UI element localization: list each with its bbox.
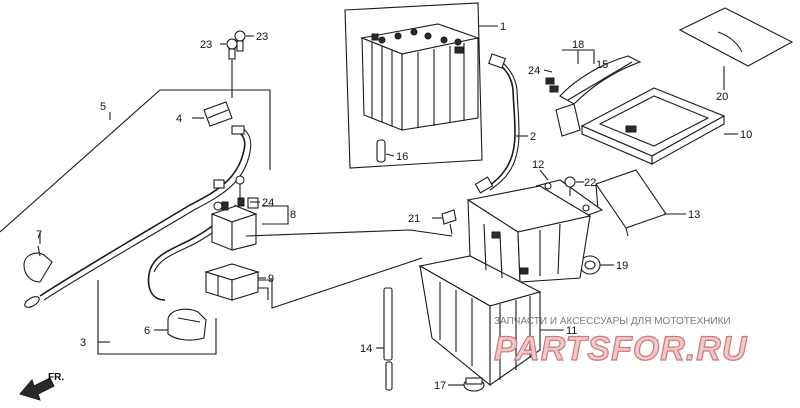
callout-20: 20	[716, 91, 728, 103]
callout-16: 16	[396, 151, 408, 163]
callout-8: 8	[290, 209, 296, 221]
starter-relay	[210, 175, 258, 251]
callout-14: 14	[360, 343, 372, 355]
callout-5: 5	[100, 101, 106, 113]
callout-23-right: 23	[256, 31, 268, 43]
battery-tray	[418, 185, 592, 387]
tray-screw	[441, 209, 457, 235]
caution-label	[678, 7, 794, 67]
callout-2: 2	[530, 131, 536, 143]
watermark-logo: PARTSFOR.RU	[494, 330, 748, 368]
callout-leaders	[39, 25, 738, 386]
callout-11: 11	[566, 325, 577, 337]
callout-22: 22	[584, 177, 596, 189]
battery-cover	[580, 87, 726, 165]
battery-group-frame	[344, 2, 483, 169]
watermark-caption: ЗАПЧАСТИ И АКСЕССУАРЫ ДЛЯ МОТОТЕХНИКИ	[494, 316, 731, 327]
relay-boot	[204, 263, 260, 301]
callout-21: 21	[408, 213, 420, 225]
battery-cable	[474, 53, 520, 194]
callout-4: 4	[176, 113, 182, 125]
callout-labels: 1 2 3 4 5 6 7 8 9 10 11 12 13 14 15 16 1…	[36, 21, 752, 392]
callout-3: 3	[80, 337, 86, 349]
tray-bracket	[595, 169, 667, 237]
callout-9: 9	[268, 273, 274, 285]
wire-clip	[203, 101, 233, 127]
terminal-cover	[167, 308, 207, 341]
callout-24-relay: 24	[262, 197, 274, 209]
tray-damper	[463, 377, 485, 392]
callout-23-left: 23	[200, 39, 212, 51]
front-direction-arrow: FR.	[19, 372, 64, 401]
callout-10: 10	[740, 129, 752, 141]
bracket-bolt	[564, 176, 576, 196]
stay-bracket	[535, 179, 604, 219]
drain-tube	[383, 287, 393, 391]
terminal-cap	[23, 245, 53, 283]
bolts	[226, 30, 246, 98]
callout-12: 12	[532, 159, 544, 171]
watermark: ЗАПЧАСТИ И АКСЕССУАРЫ ДЛЯ МОТОТЕХНИКИ PA…	[493, 316, 748, 369]
lower-wire-frame	[97, 280, 217, 355]
callout-13: 13	[688, 209, 700, 221]
leader-lines	[245, 229, 453, 309]
callout-18: 18	[572, 39, 584, 51]
callout-24-strap: 24	[528, 65, 540, 77]
wire-group-frame	[0, 89, 271, 233]
battery	[360, 23, 481, 131]
callout-1: 1	[500, 21, 506, 33]
front-label: FR.	[48, 372, 64, 383]
callout-17: 17	[434, 380, 446, 392]
callout-6: 6	[144, 325, 150, 337]
vent-tube	[376, 139, 395, 163]
callout-15: 15	[596, 59, 608, 71]
callout-19: 19	[616, 260, 628, 272]
relay-clip	[247, 197, 259, 209]
callout-7: 7	[36, 229, 42, 241]
battery-strap	[545, 55, 642, 137]
